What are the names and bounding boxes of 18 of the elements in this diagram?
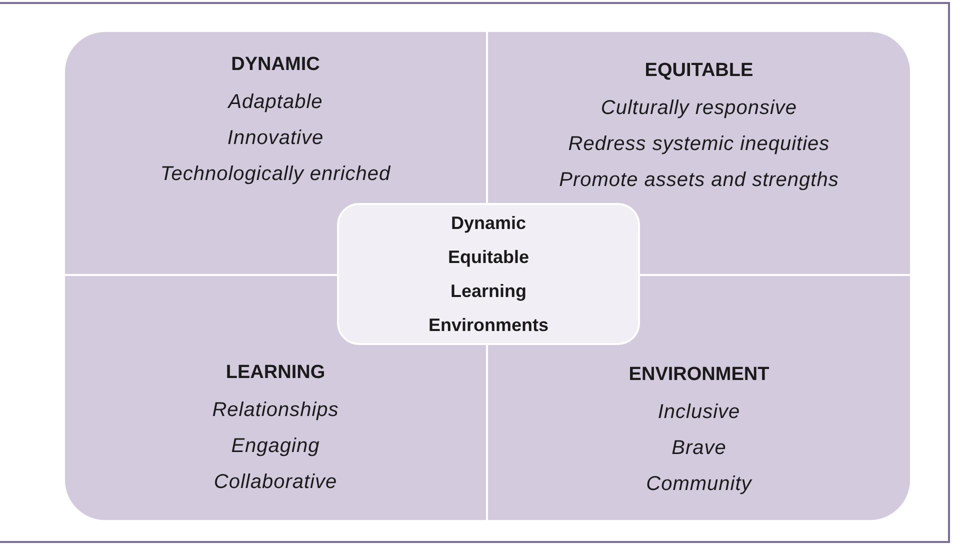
quadrant-item: Brave [672, 436, 726, 461]
quadrant-item: Culturally responsive [600, 96, 798, 121]
center-box [337, 203, 640, 345]
quadrant-heading: DYNAMIC [231, 53, 320, 77]
quadrant-item: Innovative [227, 126, 324, 151]
quadrant-item: Redress systemic inequities [568, 132, 830, 157]
quadrant-item: Engaging [231, 434, 320, 459]
quadrant-item: Promote assets and strengths [559, 168, 839, 193]
center-title: Dynamic Equitable Learning Environments [428, 212, 548, 337]
quadrant-heading: LEARNING [226, 361, 326, 385]
quadrant-heading: ENVIRONMENT [628, 363, 770, 387]
quadrant-item: Community [646, 472, 752, 497]
quadrant-item: Relationships [212, 398, 339, 423]
quadrant-item: Inclusive [658, 400, 740, 425]
quadrant-item: Collaborative [214, 470, 338, 495]
quadrant-item: Technologically enriched [160, 162, 391, 187]
quadrant-item: Adaptable [228, 90, 323, 115]
quadrant-heading: EQUITABLE [644, 59, 754, 83]
